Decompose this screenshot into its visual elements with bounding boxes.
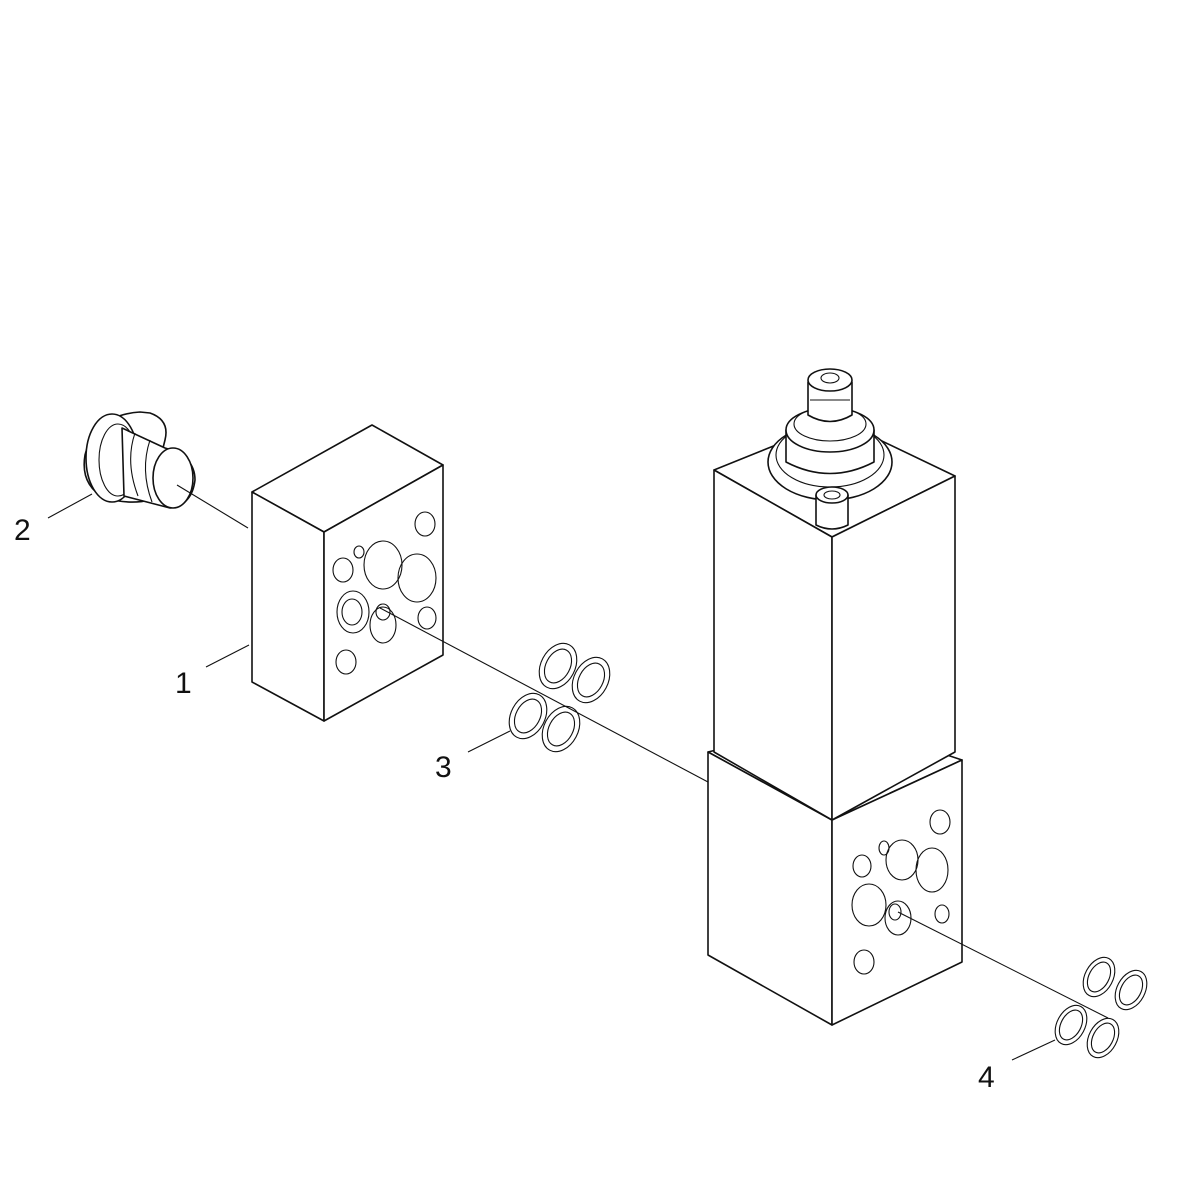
callout-label-3: 3 [435,751,452,784]
assembly-lines [176,484,1109,1019]
part-1-block [251,424,444,722]
part-4-o-ring-set [1054,956,1148,1059]
callout-label-2: 2 [14,514,31,547]
callout-label-4: 4 [978,1061,995,1094]
valve-assembly [707,368,963,1026]
callout-leaders [47,493,1056,1061]
part-2-plug [83,411,196,509]
part-3-o-ring-set [508,642,611,753]
callout-label-1: 1 [175,667,192,700]
